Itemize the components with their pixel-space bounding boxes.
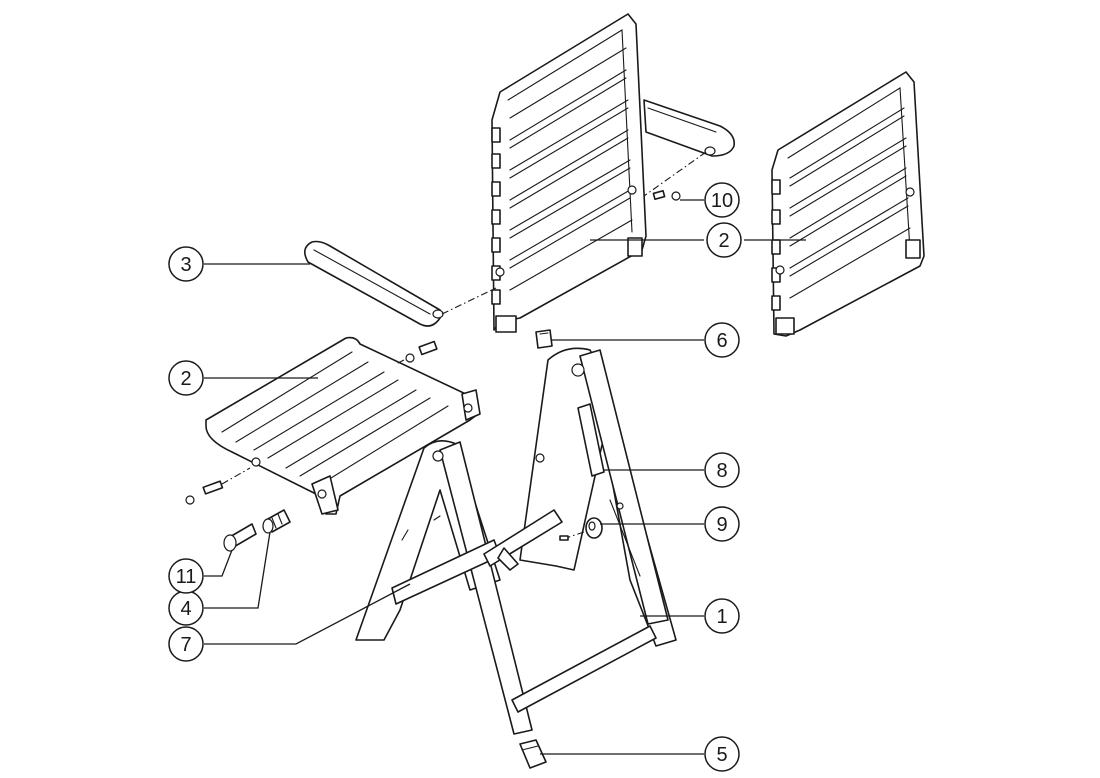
backrest-panel-small	[771, 71, 925, 337]
axis-line-armrest-left	[441, 287, 497, 315]
chair-frame	[355, 347, 677, 735]
svg-text:10: 10	[711, 190, 733, 212]
backrest-panel-large	[491, 13, 647, 333]
svg-text:3: 3	[180, 254, 191, 276]
callout-1: 1	[704, 598, 740, 634]
armrest-right	[643, 99, 736, 157]
callout-10: 10	[704, 182, 740, 218]
leader-4	[204, 531, 271, 609]
axis-line-armrest-right	[643, 151, 707, 197]
foot-cap-part-5	[519, 739, 547, 769]
callout-8: 8	[704, 452, 740, 488]
svg-text:5: 5	[716, 744, 727, 766]
seat-bolt-top	[395, 340, 438, 365]
svg-text:8: 8	[716, 460, 727, 482]
callout-3: 3	[168, 246, 204, 282]
seat-panel	[205, 336, 481, 515]
callout-11: 11	[168, 558, 204, 594]
svg-text:1: 1	[716, 606, 727, 628]
callout-6: 6	[704, 322, 740, 358]
leader-11	[204, 549, 233, 577]
clip-part-6	[535, 329, 553, 349]
seat-bolt-left	[185, 467, 251, 505]
pin-part-11	[223, 523, 257, 552]
callout-5: 5	[704, 736, 740, 772]
svg-text:7: 7	[180, 634, 191, 656]
svg-text:6: 6	[716, 330, 727, 352]
callout-9: 9	[704, 506, 740, 542]
callout-4: 4	[168, 590, 204, 626]
callout-2-backrest: 2	[706, 222, 742, 258]
svg-text:11: 11	[176, 566, 197, 588]
knob-part-9	[559, 517, 603, 541]
callout-7: 7	[168, 626, 204, 662]
screw-part-10	[652, 190, 681, 201]
svg-text:2: 2	[180, 368, 191, 390]
leader-7	[204, 583, 411, 645]
svg-text:4: 4	[180, 598, 191, 620]
armrest-left	[304, 240, 444, 327]
callout-2-seat: 2	[168, 360, 204, 396]
svg-text:2: 2	[718, 230, 729, 252]
bushing-part-4	[262, 509, 291, 534]
svg-text:9: 9	[716, 514, 727, 536]
